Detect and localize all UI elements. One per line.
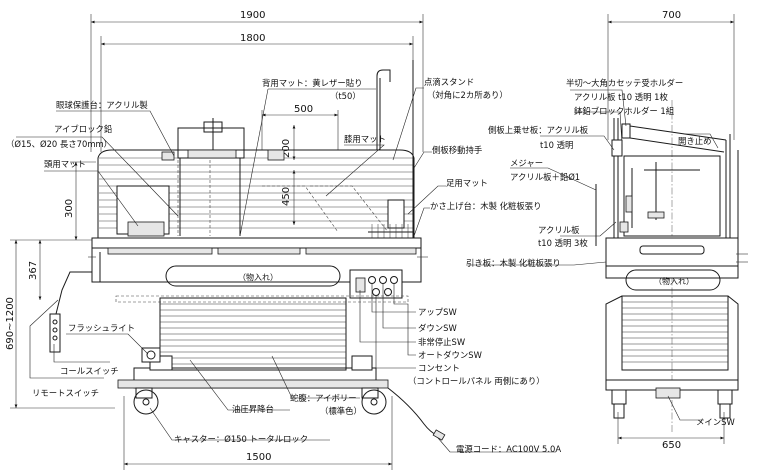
dimension-lines-bottom: 1500 [123, 396, 393, 470]
label-measure: メジャー [510, 158, 543, 168]
mattress [97, 149, 415, 239]
label-side-board-spec: t10 透明 [540, 140, 573, 150]
label-main-sw: メインSW [696, 417, 735, 427]
front-view: 700 （物入れ） [466, 10, 748, 451]
dim-height-range: 690~1200 [5, 297, 16, 350]
base [117, 347, 389, 415]
eye-guard [161, 118, 285, 236]
label-emergency-stop: 非常停止SW [418, 337, 465, 347]
front-view-labels: 半切〜大角カセッテ受ホルダー アクリル板 t10 透明 1枚 鉢鉛ブロックホルダ… [466, 78, 735, 427]
label-auto-down: オートダウンSW [418, 350, 482, 360]
dim-mat-200: 200 [281, 139, 292, 158]
label-eye-block-size: （Ø15、Ø20 長さ70mm） [6, 139, 112, 149]
label-down-sw: ダウンSW [418, 323, 457, 333]
dim-mid-height: 367 [28, 261, 39, 280]
label-remote-switch: リモートスイッチ [32, 388, 99, 398]
power-cord [387, 387, 439, 437]
label-cord-switch: コールスイッチ [60, 366, 119, 376]
label-cassette-holder: 半切〜大角カセッテ受ホルダー [566, 78, 683, 88]
caster-left [133, 387, 159, 415]
label-hydraulic-lift: 油圧昇降台 [232, 404, 274, 414]
label-up-sw: アップSW [418, 307, 457, 317]
label-bellows-note: （標準色） [320, 406, 362, 416]
label-side-board: 側板上乗せ板：アクリル板 [488, 125, 589, 135]
label-open-stop: 開き止め [678, 136, 712, 146]
dim-mat-450: 450 [281, 187, 292, 206]
dim-width: 700 [662, 10, 681, 21]
label-head-mat: 頭用マット [44, 159, 86, 169]
dim-base-width: 650 [662, 440, 681, 451]
front-bellows [605, 295, 739, 388]
front-base [605, 379, 739, 419]
raise-table: （物入れ） [88, 237, 428, 303]
cassette-holder [595, 118, 739, 246]
remote-switch [49, 271, 92, 353]
dimension-lines-left: 300 367 690~1200 [5, 161, 115, 409]
label-eye-guard: 眼球保護台：アクリル製 [56, 100, 148, 110]
label-cassette-holder-spec: アクリル板 t10 透明 1枚 [574, 92, 668, 102]
label-eye-block: アイブロック鉛 [54, 124, 113, 134]
label-acrylic-board: アクリル板 [538, 225, 580, 235]
label-power-cord: 電源コード：AC100V 5.0A [456, 444, 561, 454]
label-drip-stand-note: （対角に2カ所あり） [427, 90, 508, 100]
bellows [159, 297, 347, 371]
label-back-mat: 背用マット：黄レザー貼り [262, 78, 363, 88]
label-raise-table: かさ上げ台：木製 化粧板張り [430, 201, 542, 211]
dim-inner-length: 1800 [240, 33, 265, 44]
label-outlet: コンセント [418, 363, 460, 373]
label-knee-mat: 膝用マット [344, 134, 386, 144]
label-back-mat-thickness: （t50） [330, 91, 361, 101]
label-flash-light: フラッシュライト [68, 323, 135, 333]
side-view: 1900 1800 500 200 450 300 367 69 [5, 10, 561, 470]
label-lead-block-holder: 鉢鉛ブロックホルダー 1組 [574, 106, 675, 116]
dim-backrest-length: 500 [294, 104, 313, 115]
dim-upper-height: 300 [64, 199, 75, 218]
dim-overall-length: 1900 [240, 10, 265, 21]
label-side-handle: 側板移動持手 [432, 145, 482, 155]
label-control-panel-note: （コントロールパネル 両側にあり） [408, 376, 545, 386]
caster-right [361, 387, 387, 415]
storage-label-side: （物入れ） [238, 272, 278, 282]
label-measure-spec: アクリル板＋鉛Ø1 [510, 172, 580, 182]
label-drip-stand: 点滴スタンド [424, 77, 474, 87]
side-view-labels: 背用マット：黄レザー貼り （t50） 点滴スタンド （対角に2カ所あり） 眼球保… [6, 77, 561, 454]
label-caster: キャスター：Ø150 トータルロック [174, 434, 308, 444]
label-drawer: 引き板：木製 化粧板張り [466, 258, 561, 268]
storage-label-front: （物入れ） [654, 276, 694, 286]
front-raise-table: （物入れ） [605, 237, 748, 291]
dim-base-length: 1500 [246, 452, 271, 463]
label-bellows: 蛇腹：アイボリー [290, 393, 357, 403]
drip-stand [376, 60, 414, 260]
label-foot-mat: 足用マット [446, 178, 488, 188]
label-acrylic-board-spec: t10 透明 3枚 [538, 238, 588, 248]
